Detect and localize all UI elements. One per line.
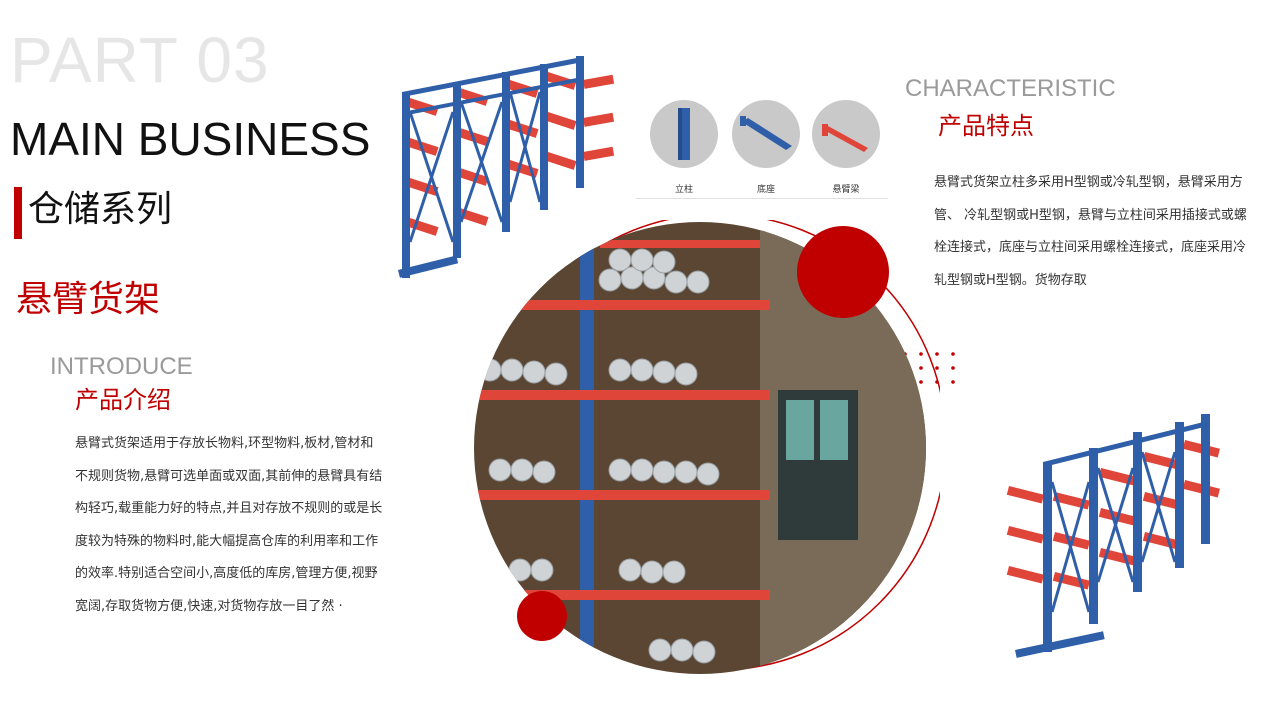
introduce-heading-en: INTRODUCE <box>50 353 193 380</box>
warehouse-photo-circle <box>474 220 940 674</box>
category-title: 仓储系列 <box>28 189 173 230</box>
components-panel: 立柱 底座 悬臂梁 <box>636 90 888 199</box>
component-label: 悬臂梁 <box>832 185 860 195</box>
main-title: MAIN BUSINESS <box>10 113 371 165</box>
characteristic-body: 悬臂式货架立柱多采用H型钢或冷轧型钢，悬臂采用方管、 冷轧型钢或H型钢，悬臂与立… <box>934 175 1247 288</box>
introduce-body: 悬臂式货架适用于存放长物料,环型物料,板材,管材和不规则货物,悬臂可选单面或双面… <box>75 436 383 614</box>
characteristic-heading-cn: 产品特点 <box>938 112 1034 140</box>
introduce-heading-cn: 产品介绍 <box>75 386 171 414</box>
part-label: PART 03 <box>10 24 270 96</box>
product-name: 悬臂货架 <box>16 279 161 320</box>
base-icon <box>732 100 800 168</box>
cantilever-rack-image-top <box>398 56 615 278</box>
characteristic-heading-en: CHARACTERISTIC <box>905 75 1116 102</box>
category-accent-bar <box>14 187 22 239</box>
component-label: 底座 <box>756 185 775 195</box>
column-icon <box>650 100 718 168</box>
component-label: 立柱 <box>674 185 693 195</box>
arm-icon <box>812 100 880 168</box>
cantilever-rack-image-bottom <box>1006 414 1220 658</box>
